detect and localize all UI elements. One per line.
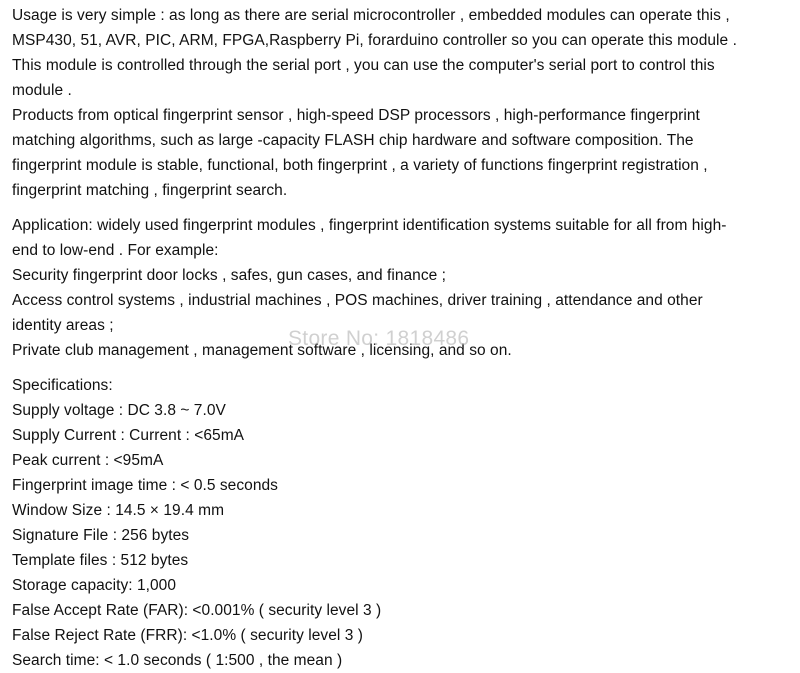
intro-line: MSP430, 51, AVR, PIC, ARM, FPGA,Raspberr…	[12, 32, 737, 49]
spec-item: Fingerprint image time : < 0.5 seconds	[12, 477, 278, 494]
application-line: Access control systems , industrial mach…	[12, 292, 703, 309]
intro-line: fingerprint module is stable, functional…	[12, 157, 708, 174]
spec-item: Supply voltage : DC 3.8 ~ 7.0V	[12, 402, 226, 419]
spec-item: Signature File : 256 bytes	[12, 527, 190, 544]
application-line: end to low-end . For example:	[12, 242, 219, 259]
specifications-heading: Specifications:	[12, 377, 113, 394]
spec-item: Peak current : <95mA	[12, 452, 164, 469]
intro-line: matching algorithms, such as large -capa…	[12, 132, 694, 149]
intro-line: fingerprint matching , fingerprint searc…	[12, 182, 288, 199]
spec-item: Supply Current : Current : <65mA	[12, 427, 245, 444]
paragraph-gap	[12, 203, 794, 213]
intro-line: This module is controlled through the se…	[12, 57, 715, 74]
intro-line: Usage is very simple : as long as there …	[12, 7, 730, 24]
application-line: Private club management , management sof…	[12, 342, 512, 359]
intro-line: module .	[12, 82, 72, 99]
spec-item: Window Size : 14.5 × 19.4 mm	[12, 502, 225, 519]
application-line: identity areas ;	[12, 317, 114, 334]
paragraph-gap	[12, 363, 794, 373]
spec-item: Template files : 512 bytes	[12, 552, 189, 569]
intro-paragraph: Usage is very simple : as long as there …	[12, 3, 794, 203]
spec-item: False Accept Rate (FAR): <0.001% ( secur…	[12, 602, 382, 619]
intro-line: Products from optical fingerprint sensor…	[12, 107, 700, 124]
spec-item: Storage capacity: 1,000	[12, 577, 177, 594]
product-description: Usage is very simple : as long as there …	[12, 3, 794, 673]
application-line: Security fingerprint door locks , safes,…	[12, 267, 447, 284]
specifications-section: Specifications: Supply voltage : DC 3.8 …	[12, 373, 794, 673]
application-line: Application: widely used fingerprint mod…	[12, 217, 727, 234]
spec-item: Search time: < 1.0 seconds ( 1:500 , the…	[12, 652, 343, 669]
spec-item: False Reject Rate (FRR): <1.0% ( securit…	[12, 627, 363, 644]
application-paragraph: Application: widely used fingerprint mod…	[12, 213, 794, 363]
